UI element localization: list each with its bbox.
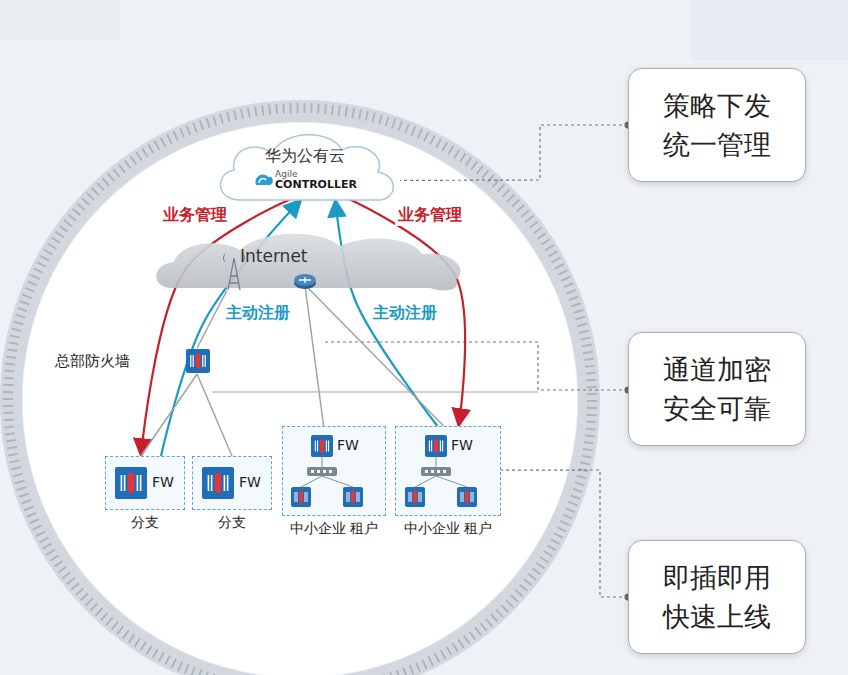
site-devices — [396, 427, 499, 514]
cloud-shape — [210, 126, 400, 206]
callout-node: 即插即用 快速上线 — [628, 540, 806, 654]
device-label: FW — [451, 437, 473, 453]
callout-node: 策略下发 统一管理 — [628, 68, 806, 182]
site-box: FW — [192, 456, 272, 510]
callout-text: 通道加密 安全可靠 — [656, 350, 778, 428]
tunnel-line — [212, 391, 538, 392]
site-box: FW — [282, 426, 386, 516]
device-label: FW — [239, 474, 261, 490]
hq-node: 总部防火墙 — [55, 348, 215, 374]
logo-icon — [253, 171, 275, 189]
logo-text: Agile — [275, 170, 357, 179]
branch-node: FW 分支 — [192, 456, 272, 534]
firewall-label: 总部防火墙 — [55, 352, 130, 371]
site-label: 中小企业 租户 — [282, 520, 386, 538]
firewall-icon — [457, 487, 477, 507]
device-label: FW — [337, 437, 359, 453]
site-box: FW — [395, 426, 501, 516]
site-devices — [283, 427, 384, 514]
sme-node: FW 中小企业 租户 — [395, 426, 501, 560]
cloud-title: 华为公有云 — [210, 146, 400, 167]
site-label: 分支 — [192, 514, 272, 532]
edge-label: 业务管理 — [395, 205, 465, 226]
firewall-icon — [202, 467, 234, 499]
switch-icon — [307, 467, 337, 476]
leader-line — [501, 470, 628, 597]
branch-node: FW 分支 — [105, 456, 185, 534]
firewall-icon — [186, 349, 210, 373]
connector — [197, 374, 232, 456]
callout-text: 即插即用 快速上线 — [656, 558, 778, 636]
edge-label: 主动注册 — [370, 303, 440, 324]
network-label: Internet — [240, 246, 308, 266]
router-icon — [294, 274, 316, 289]
device-label: FW — [152, 474, 174, 490]
site-label: 分支 — [105, 514, 185, 532]
site-box: FW — [105, 456, 185, 510]
connector — [347, 198, 465, 426]
firewall-icon — [425, 435, 447, 457]
edge-label: 主动注册 — [223, 303, 293, 324]
firewall-icon — [343, 487, 363, 507]
callout-node: 通道加密 安全可靠 — [628, 332, 806, 446]
site-label: 中小企业 租户 — [395, 520, 501, 538]
callout-text: 策略下发 统一管理 — [656, 86, 778, 164]
firewall-icon — [115, 467, 147, 499]
leader-line — [400, 125, 628, 180]
edge-label: 业务管理 — [160, 205, 230, 226]
connector — [305, 285, 444, 426]
logo-text: CONTROLLER — [275, 179, 357, 190]
ring-ticks — [8, 108, 592, 675]
inet-node: Internet — [150, 228, 470, 294]
background-texture — [0, 0, 848, 60]
firewall-icon — [405, 487, 425, 507]
cloud-node: 华为公有云 AgileCONTROLLER — [210, 126, 400, 206]
hq-firewall — [185, 348, 211, 374]
switch-icon — [421, 467, 451, 476]
connector — [141, 374, 197, 456]
sme-node: FW 中小企业 租户 — [282, 426, 386, 560]
internet-cloud — [150, 228, 470, 294]
connector — [305, 285, 324, 426]
main-circle — [23, 123, 577, 675]
firewall-icon — [311, 435, 333, 457]
firewall-icon — [291, 487, 311, 507]
